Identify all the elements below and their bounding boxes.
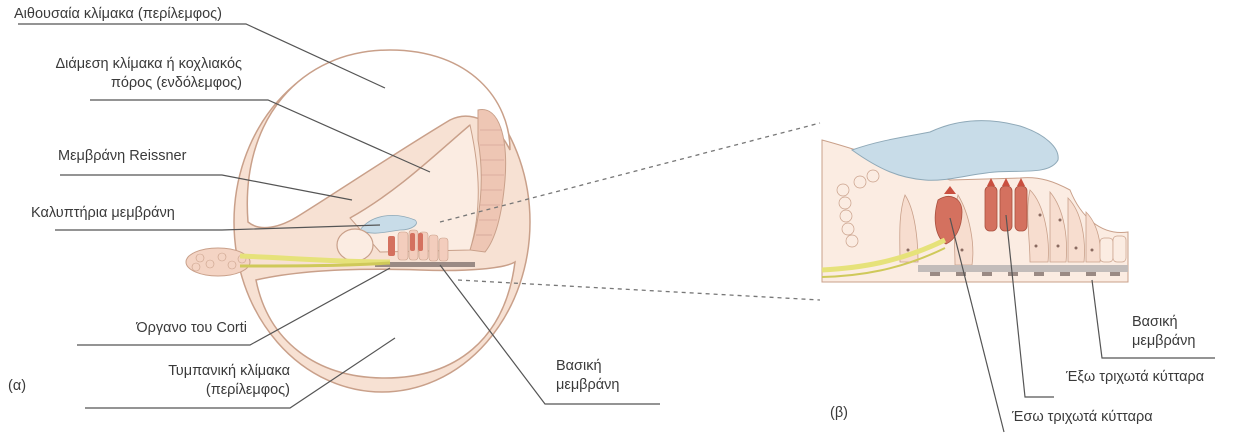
label-outer-hair-cells: Έξω τριχωτά κύτταρα (1066, 369, 1204, 386)
label-basilar-membrane-a-line1: Βασική (556, 358, 602, 375)
label-reissner-membrane: Μεμβράνη Reissner (58, 148, 186, 165)
label-organ-of-corti: Όργανο του Corti (136, 320, 247, 337)
label-scala-media-line2: πόρος (ενδόλεμφος) (111, 75, 242, 92)
label-basilar-membrane-b-line2: μεμβράνη (1132, 333, 1195, 350)
panel-label-a: (α) (8, 378, 26, 395)
label-scala-media-line1: Διάμεση κλίμακα ή κοχλιακός (55, 56, 242, 73)
panel-label-b: (β) (830, 405, 848, 422)
label-basilar-membrane-a-line2: μεμβράνη (556, 377, 619, 394)
label-inner-hair-cells: Έσω τριχωτά κύτταρα (1012, 409, 1153, 426)
label-tectorial-membrane: Καλυπτήρια μεμβράνη (31, 205, 175, 222)
label-basilar-membrane-b-line1: Βασική (1132, 314, 1178, 331)
label-scala-tympani-line1: Τυμπανική κλίμακα (168, 363, 290, 380)
label-scala-tympani-line2: (περίλεμφος) (206, 382, 290, 399)
label-scala-vestibuli: Αιθουσαία κλίμακα (περίλεμφος) (14, 6, 222, 23)
organ-of-corti-detail (822, 121, 1128, 282)
cochlea-cross-section (186, 50, 530, 392)
